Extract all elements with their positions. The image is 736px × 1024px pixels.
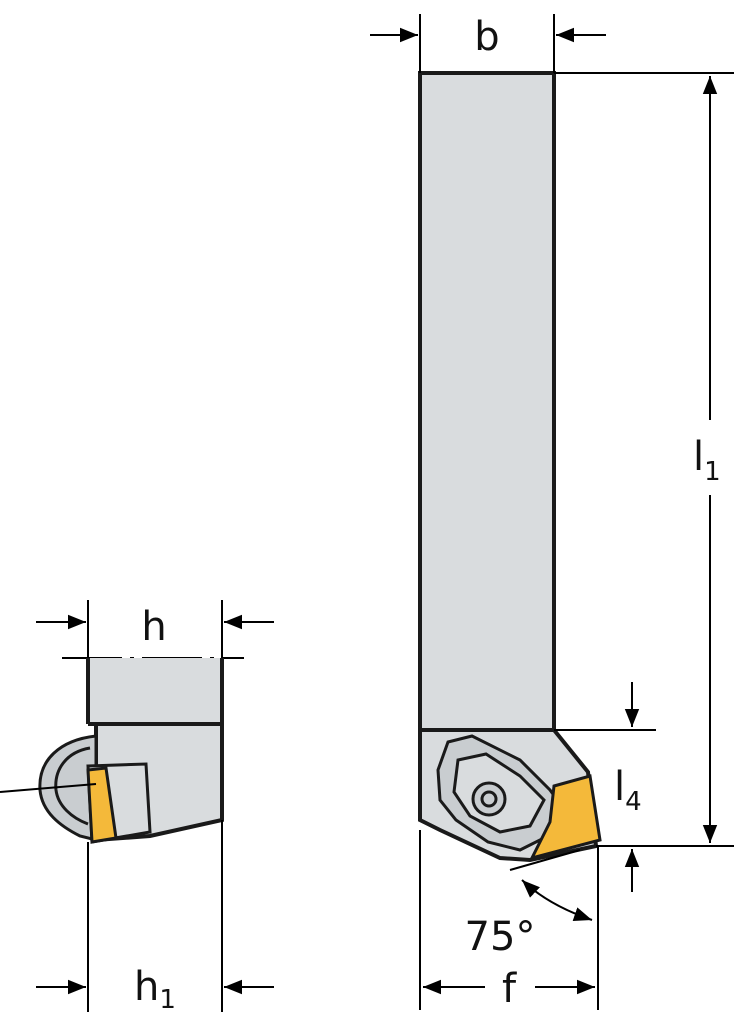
end-view — [0, 657, 244, 844]
insert-edge — [86, 766, 118, 844]
label-b: b — [474, 14, 499, 60]
label-f: f — [502, 966, 517, 1012]
label-l1: l1 — [693, 434, 721, 487]
label-h1-main: h — [134, 964, 159, 1010]
clamp-screw — [471, 781, 507, 817]
dimension-f: f — [419, 830, 599, 1012]
dimension-angle: 75° — [465, 849, 593, 960]
dimension-l1: l1 — [554, 72, 734, 847]
dimension-h1: h1 — [36, 820, 274, 1015]
dimension-l4: l4 — [554, 682, 656, 892]
shank-body — [418, 71, 556, 732]
label-l1-main: l — [693, 434, 704, 480]
label-h1-sub: 1 — [159, 985, 176, 1015]
clamp-screw-center — [480, 790, 498, 808]
label-h1: h1 — [134, 964, 176, 1015]
label-h: h — [141, 604, 166, 650]
clamp-dome — [38, 734, 98, 842]
label-l1-sub: 1 — [704, 457, 721, 487]
cutting-edge-line — [0, 783, 97, 793]
top-view — [418, 71, 602, 863]
dimension-b: b — [370, 14, 606, 73]
label-l4-main: l — [614, 764, 625, 810]
cutting-insert — [529, 774, 602, 861]
dimension-h: h — [36, 600, 274, 658]
label-l4: l4 — [614, 764, 642, 817]
shank-section — [88, 658, 222, 724]
label-angle: 75° — [465, 914, 536, 960]
label-l4-sub: 4 — [625, 787, 642, 817]
